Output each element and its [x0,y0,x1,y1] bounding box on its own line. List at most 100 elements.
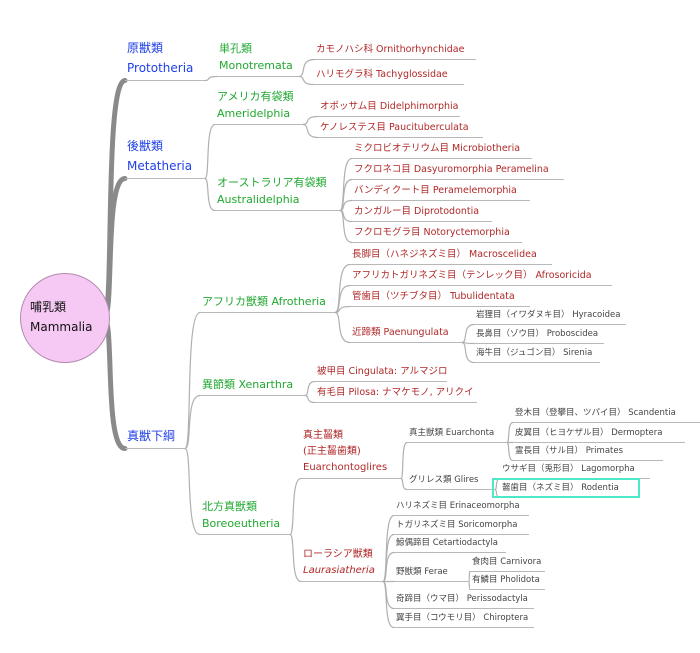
connector-line [298,58,315,78]
connector-line [184,311,201,450]
label-en: Boreoeutheria [202,517,281,530]
node-glires[interactable]: グリレス類 Glires [407,473,495,490]
root-ja: 哺乳類 [30,300,67,314]
label-en: Prototheria [127,61,194,75]
label-en: Australidelphia [217,193,300,206]
root-node-mammalia[interactable]: 哺乳類 Mammalia [20,273,110,363]
node-perissodactyla[interactable]: 奇蹄目（ウマ目） Perissodactyla [394,592,534,609]
node-cingulata[interactable]: 被甲目 Cingulata: アルマジロ [315,364,447,382]
label-ja: 単孔類 [219,42,252,55]
label: 翼手目（コウモリ目） Chiroptera [396,613,529,623]
node-ornithorhynchidae[interactable]: カモノハシ科 Ornithorhynchidae [314,42,476,60]
connector-line [461,341,475,364]
node-macroscelidea[interactable]: 長脚目（ハネジネズミ目） Macroscelidea [350,247,552,265]
connector-line [382,580,395,629]
connector-line [298,75,315,86]
label-ja: アメリカ有袋類 [217,90,294,103]
label: ハリネズミ目 Erinaceomorpha [396,501,520,511]
node-pilosa[interactable]: 有毛目 Pilosa: ナマケモノ, アリクイ [315,385,477,403]
label: 管歯目（ツチブタ目） Tubulidentata [352,291,515,302]
node-tachyglossidae[interactable]: ハリモグラ科 Tachyglossidae [314,67,464,85]
label: 登木目（登攀目、ツパイ目） Scandentia [515,408,676,418]
node-dasyuromorphia[interactable]: フクロネコ目 Dasyuromorphia Peramelina [352,162,564,180]
label: 被甲目 Cingulata: アルマジロ [317,366,447,377]
label-ja: 真獣下綱 [127,429,176,443]
node-chiroptera[interactable]: 翼手目（コウモリ目） Chiroptera [394,611,534,628]
node-proboscidea[interactable]: 長鼻目（ゾウ目） Proboscidea [474,327,604,344]
node-peramelemorphia[interactable]: バンディクート目 Peramelemorphia [352,183,530,201]
node-euarchonta[interactable]: 真主獣類 Euarchonta [407,426,507,443]
node-laurasiatheria[interactable]: ローラシア獣類 Laurasiatheria [301,547,383,582]
label: バンディクート目 Peramelemorphia [354,185,517,196]
node-euarchontoglires[interactable]: 真主齧類 (正主齧歯類) Euarchontoglires [301,428,401,479]
selection-highlight-rodentia [492,478,640,498]
connector-line [461,323,475,344]
node-ferae[interactable]: 野獣類 Ferae [394,565,469,582]
label: フクロモグラ目 Notoryctemorphia [354,227,510,238]
label: ミクロビオテリウム目 Microbiotheria [354,143,521,154]
node-diprotodontia[interactable]: カンガルー目 Diprotodontia [352,204,492,222]
label: 異節類 Xenarthra [202,378,294,391]
label: ウサギ目（兎形目） Lagomorpha [502,464,635,474]
label: 鯨偶蹄目 Cetartiodactyla [396,538,499,548]
node-paenungulata[interactable]: 近蹄類 Paenungulata [350,325,462,343]
label: ハリモグラ科 Tachyglossidae [316,69,448,80]
node-didelphimorphia[interactable]: オポッサム目 Didelphimorphia [318,99,460,117]
root-en: Mammalia [30,320,93,334]
node-dermoptera[interactable]: 皮翼目（ヒヨケザル目） Dermoptera [513,426,685,443]
node-microbiotheria[interactable]: ミクロビオテリウム目 Microbiotheria [352,141,532,159]
connector-line [204,123,216,180]
node-australidelphia[interactable]: オーストラリア有袋類 Australidelphia [215,174,340,211]
node-eutheria[interactable]: 真獣下綱 [125,426,185,449]
node-soricomorpha[interactable]: トガリネズミ目 Soricomorpha [394,518,529,535]
node-notoryctemorphia[interactable]: フクロモグラ目 Notoryctemorphia [352,225,522,243]
connector-line [101,315,128,451]
node-erinaceomorpha[interactable]: ハリネズミ目 Erinaceomorpha [394,499,529,516]
node-lagomorpha[interactable]: ウサギ目（兎形目） Lagomorpha [500,462,650,479]
node-afrotheria[interactable]: アフリカ獣類 Afrotheria [200,293,335,313]
label-ja: 後獣類 [127,139,164,153]
node-hyracoidea[interactable]: 岩狸目（イワダヌキ目） Hyracoidea [474,308,626,325]
label: カンガルー目 Diprotodontia [354,206,480,217]
label: 岩狸目（イワダヌキ目） Hyracoidea [476,310,621,320]
node-scandentia[interactable]: 登木目（登攀目、ツパイ目） Scandentia [513,406,700,423]
connector-line [400,477,408,491]
connector-line [506,441,514,462]
label: 有毛目 Pilosa: ナマケモノ, アリクイ [317,387,474,398]
node-primates[interactable]: 霊長目（サル目） Primates [513,444,663,461]
connector-line [289,477,302,536]
label: 真主獣類 Euarchonta [409,428,495,438]
label: 近蹄類 Paenungulata [352,327,449,338]
label: フクロネコ目 Dasyuromorphia Peramelina [354,164,549,175]
node-pholidota[interactable]: 有鱗目 Pholidota [470,573,545,590]
label: 野獣類 Ferae [396,567,448,577]
label-ja-alt: (正主齧歯類) [303,446,361,457]
label-ja: 真主齧類 [303,430,343,441]
label-ja: ローラシア獣類 [303,549,373,560]
label: 長脚目（ハネジネズミ目） Macroscelidea [352,249,537,260]
node-paucituberculata[interactable]: ケノレステス目 Paucituberculata [318,120,483,138]
node-tubulidentata[interactable]: 管歯目（ツチブタ目） Tubulidentata [350,289,530,307]
label: 海牛目（ジュゴン目） Sirenia [476,348,593,358]
node-xenarthra[interactable]: 異節類 Xenarthra [200,376,305,396]
label: 齧歯目（ネズミ目） Rodentia [502,483,619,493]
label-ja: オーストラリア有袋類 [217,176,327,189]
label: トガリネズミ目 Soricomorpha [396,520,518,530]
node-cetartiodactyla[interactable]: 鯨偶蹄目 Cetartiodactyla [394,536,506,553]
label-en: Euarchontoglires [303,462,388,473]
label: グリレス類 Glires [409,475,479,485]
connector-line [400,441,408,480]
node-sirenia[interactable]: 海牛目（ジュゴン目） Sirenia [474,346,600,363]
label: 皮翼目（ヒヨケザル目） Dermoptera [515,428,663,438]
label-en: Laurasiatheria [303,565,375,576]
label: 食肉目 Carnivora [472,557,542,567]
node-afrosoricida[interactable]: アフリカトガリネズミ目（テンレック目） Afrosoricida [350,268,612,286]
connector-line [184,394,201,450]
node-carnivora[interactable]: 食肉目 Carnivora [470,555,545,572]
